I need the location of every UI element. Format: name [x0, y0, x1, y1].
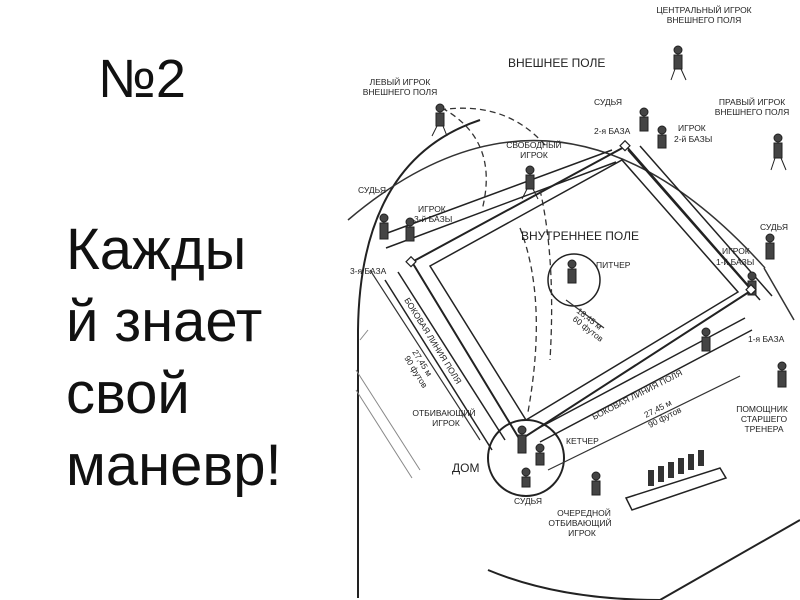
second-base-label: 2-я БАЗА: [594, 126, 631, 136]
umpire-left-label: СУДЬЯ: [358, 185, 386, 195]
center-fielder-label-1: ЦЕНТРАЛЬНЫЙ ИГРОК: [656, 4, 751, 15]
second-base-marker: [619, 139, 631, 152]
coach-label-2: СТАРШЕГО: [741, 414, 788, 424]
free-player-label-1: СВОБОДНЫЙ: [506, 139, 562, 150]
infield-diamond: [410, 144, 754, 442]
right-fielder-label-1: ПРАВЫЙ ИГРОК: [719, 96, 785, 107]
third-base-marker: [405, 255, 417, 268]
umpire-top-label: СУДЬЯ: [594, 97, 622, 107]
pitcher-figure: [567, 259, 577, 284]
second-baseman-label-1: ИГРОК: [678, 123, 706, 133]
umpire-home-figure: [521, 467, 531, 488]
on-deck-label-3: ИГРОК: [568, 528, 596, 538]
second-baseman-label-2: 2-й БАЗЫ: [674, 134, 712, 144]
third-baseman-label-1: ИГРОК: [418, 204, 446, 214]
runner-figure: [701, 327, 711, 352]
batter-figure: [517, 425, 527, 454]
distance-arrows: [369, 269, 741, 471]
slide-text-line-2: й знает: [66, 289, 263, 354]
center-fielder-label-2: ВНЕШНЕГО ПОЛЯ: [667, 15, 742, 25]
slide-number: №2: [98, 49, 186, 109]
coach-label-1: ПОМОЩНИК: [736, 404, 788, 414]
third-base-label: 3-я БАЗА: [350, 266, 387, 276]
home-label: ДОМ: [452, 461, 479, 475]
third-baseman-label-2: 3-й БАЗЫ: [414, 214, 452, 224]
outfield-label: ВНЕШНЕЕ ПОЛЕ: [508, 56, 605, 70]
player-figures: [379, 45, 787, 496]
right-fielder-figure: [770, 133, 787, 171]
catcher-label: КЕТЧЕР: [566, 436, 599, 446]
slide-text-line-3: свой: [66, 361, 190, 426]
left-fielder-label-2: ВНЕШНЕГО ПОЛЯ: [363, 87, 438, 97]
infield-grass: [428, 159, 740, 422]
second-baseman-figure: [657, 125, 667, 149]
first-baseman-label-1: ИГРОК: [722, 246, 750, 256]
infield-label: ВНУТРЕННЕЕ ПОЛЕ: [521, 229, 639, 243]
first-base-marker: [745, 283, 757, 296]
coach-figure: [777, 361, 787, 388]
umpire-right-label: СУДЬЯ: [760, 222, 788, 232]
free-player-label-2: ИГРОК: [520, 150, 548, 160]
first-base-label: 1-я БАЗА: [748, 334, 785, 344]
foul-lines: [381, 145, 773, 451]
first-baseman-label-2: 1-й БАЗЫ: [716, 257, 754, 267]
umpire-top-figure: [639, 107, 649, 132]
free-player-figure: [521, 165, 539, 200]
outfield-fence: [347, 139, 795, 321]
ball-trajectories: [439, 107, 553, 413]
coach-label-3: ТРЕНЕРА: [744, 424, 783, 434]
on-deck-label-1: ОЧЕРЕДНОЙ: [557, 507, 611, 518]
right-fielder-label-2: ВНЕШНЕГО ПОЛЯ: [715, 107, 790, 117]
center-fielder-figure: [670, 45, 687, 81]
left-fielder-figure: [431, 103, 448, 137]
bases: [405, 139, 757, 296]
pitcher-label: ПИТЧЕР: [596, 260, 631, 270]
home-plate-area: [487, 419, 565, 497]
catcher-figure: [535, 443, 545, 466]
batter-label-1: ОТБИВАЮЩИЙ: [412, 407, 475, 418]
slide-text: Кажды й знает свой маневр!: [66, 214, 366, 502]
dugout-bench: [624, 467, 728, 511]
slide-text-line-4: маневр!: [66, 433, 282, 498]
bench-players: [648, 450, 704, 486]
slide-text-line-1: Кажды: [66, 217, 247, 282]
on-deck-figure: [591, 471, 601, 496]
on-deck-label-2: ОТБИВАЮЩИЙ: [548, 517, 611, 528]
umpire-left-figure: [379, 213, 389, 240]
batter-label-2: ИГРОК: [432, 418, 460, 428]
left-stand: [355, 329, 421, 479]
umpire-home-label: СУДЬЯ: [514, 496, 542, 506]
left-fielder-label-1: ЛЕВЫЙ ИГРОК: [370, 76, 431, 87]
third-baseman-figure: [405, 217, 415, 242]
umpire-right-figure: [765, 233, 775, 260]
